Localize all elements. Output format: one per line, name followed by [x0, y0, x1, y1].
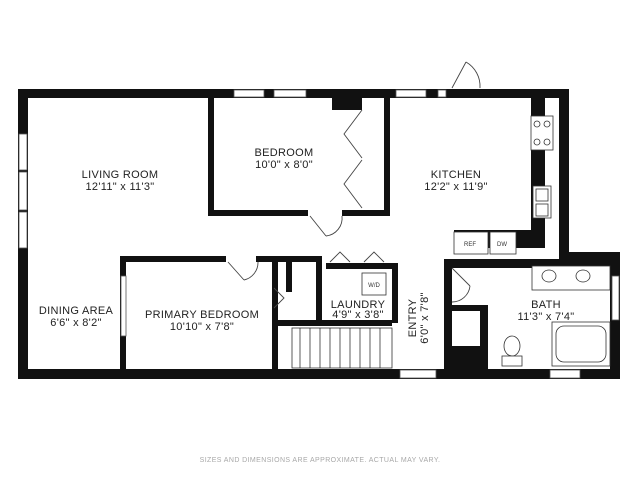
door-swings: [227, 61, 481, 309]
stove-icon: [530, 115, 554, 151]
living-room-size: 12'11" x 11'3": [85, 181, 154, 193]
dishwasher-icon: [489, 231, 517, 255]
bedroom-size: 10'0" x 8'0": [255, 159, 313, 171]
dishwasher-label: DW: [497, 242, 507, 248]
laundry-name: LAUNDRY: [331, 299, 386, 311]
kitchen-fixtures: [453, 115, 554, 255]
windows: [18, 89, 620, 379]
entry-label: ENTRY 6'0" x 7'8": [407, 292, 431, 343]
dining-area-name: DINING AREA: [39, 305, 114, 317]
sink-icon: [575, 269, 591, 283]
dining-area-size: 6'6" x 8'2": [50, 317, 101, 329]
entry-name: ENTRY: [407, 298, 419, 337]
disclaimer-note: SIZES AND DIMENSIONS ARE APPROXIMATE. AC…: [199, 457, 441, 464]
toilet-icon: [503, 335, 521, 357]
bedroom-name: BEDROOM: [255, 147, 314, 159]
living-room-name: LIVING ROOM: [82, 169, 159, 181]
sink-icon: [541, 269, 557, 283]
bath-name: BATH: [531, 299, 561, 311]
bath-size: 11'3" x 7'4": [518, 311, 575, 323]
entry-size: 6'0" x 7'8": [419, 292, 431, 343]
primary-bedroom-size: 10'10" x 7'8": [170, 321, 234, 333]
washer-dryer-label: W/D: [368, 283, 380, 289]
kitchen-size: 12'2" x 11'9": [424, 181, 487, 193]
bath-fixtures: [501, 265, 611, 367]
washer-dryer-icon: [361, 272, 387, 296]
laundry-size: 4'9" x 3'8": [332, 309, 383, 321]
primary-bedroom-name: PRIMARY BEDROOM: [145, 309, 259, 321]
refrigerator-label: REF: [464, 242, 476, 248]
stairs: [291, 327, 393, 369]
kitchen-name: KITCHEN: [431, 169, 481, 181]
refrigerator-icon: [453, 231, 489, 255]
